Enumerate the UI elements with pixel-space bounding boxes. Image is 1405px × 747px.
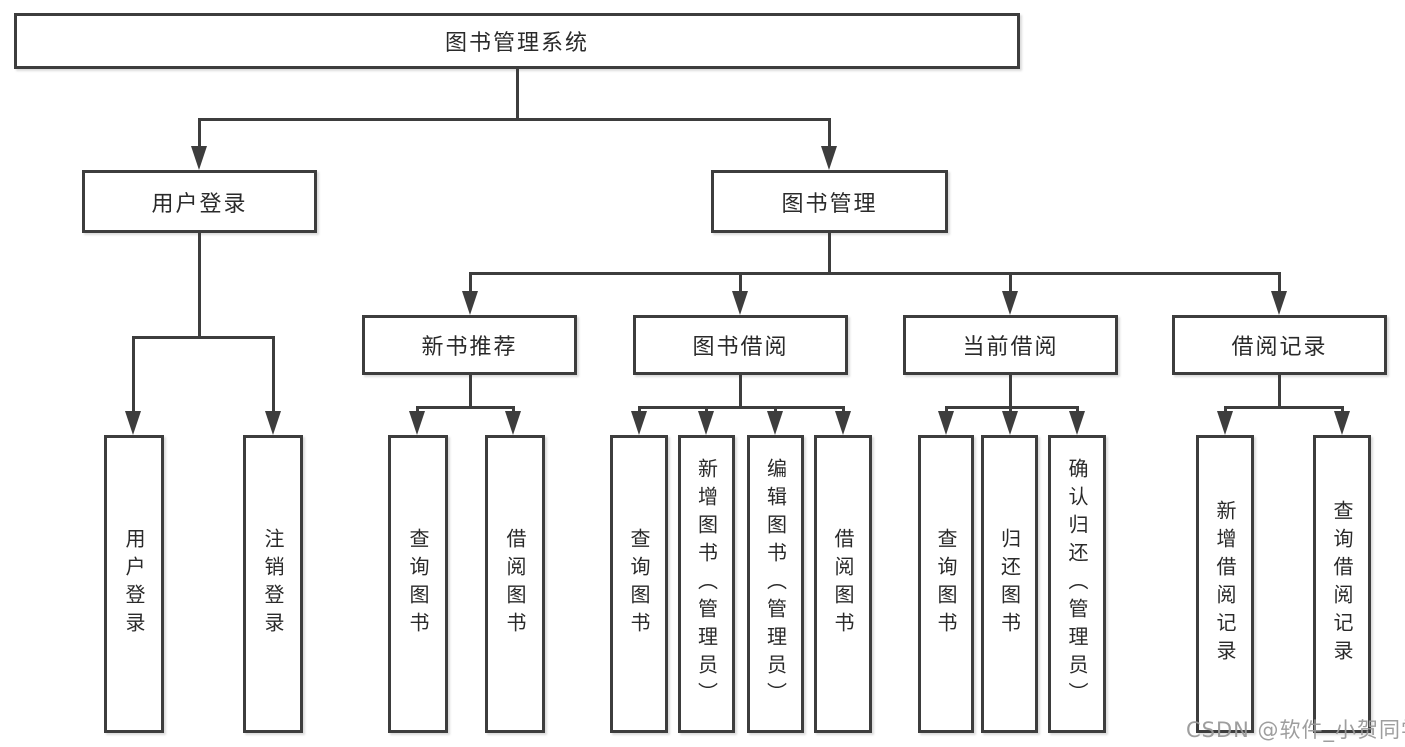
edge-line [272, 337, 275, 413]
node-label: 查询图书 [934, 528, 958, 640]
edge-line [1076, 407, 1079, 413]
edge-line [1341, 407, 1344, 413]
node-label: 新增图书（管理员） [694, 458, 719, 710]
leaf-query-books-current: 查询图书 [918, 435, 974, 733]
edge-line [739, 375, 742, 407]
arrow-down-icon [1334, 411, 1350, 435]
leaf-logout: 注销登录 [243, 435, 303, 733]
leaf-add-books-admin: 新增图书（管理员） [678, 435, 735, 733]
node-current-borrowing: 当前借阅 [903, 315, 1118, 375]
node-label: 用户登录 [151, 191, 248, 217]
node-library-system: 图书管理系统 [14, 13, 1020, 69]
csdn-watermark: CSDN @软件_小贺同学 [1186, 718, 1405, 742]
arrow-down-icon [462, 291, 478, 315]
edge-line [828, 233, 831, 273]
edge-line [1278, 375, 1281, 407]
edge-line [198, 233, 201, 337]
node-user-login: 用户登录 [82, 170, 317, 233]
node-label: 编辑图书（管理员） [763, 458, 788, 710]
node-book-borrowing: 图书借阅 [633, 315, 848, 375]
edge-line [774, 407, 777, 413]
edge-line [132, 337, 135, 413]
node-book-management: 图书管理 [711, 170, 948, 233]
arrow-down-icon [1217, 411, 1233, 435]
edge-line [469, 375, 472, 407]
arrow-down-icon [1069, 411, 1085, 435]
node-label: 查询图书 [627, 528, 651, 640]
edge-line [469, 272, 1281, 275]
node-label: 确认归还（管理员） [1065, 458, 1089, 710]
edge-line [1009, 375, 1012, 407]
arrow-down-icon [125, 411, 141, 435]
leaf-query-books-borrowing: 查询图书 [610, 435, 668, 733]
arrow-down-icon [938, 411, 954, 435]
node-label: 新书推荐 [421, 335, 518, 360]
node-label: 注销登录 [261, 528, 285, 640]
edge-line [198, 118, 831, 121]
edge-line [705, 407, 708, 413]
arrow-down-icon [821, 146, 837, 170]
arrow-down-icon [1002, 291, 1018, 315]
arrow-down-icon [191, 146, 207, 170]
leaf-borrow-books: 借阅图书 [814, 435, 872, 733]
leaf-query-borrow-record: 查询借阅记录 [1313, 435, 1371, 733]
arrow-down-icon [631, 411, 647, 435]
leaf-add-borrow-record: 新增借阅记录 [1196, 435, 1254, 733]
arrow-down-icon [732, 291, 748, 315]
node-borrow-records: 借阅记录 [1172, 315, 1387, 375]
edge-line [945, 406, 1079, 409]
edge-line [469, 273, 472, 293]
node-label: 归还图书 [997, 528, 1022, 640]
edge-line [945, 407, 948, 413]
arrow-down-icon [409, 411, 425, 435]
arrow-down-icon [1002, 411, 1018, 435]
edge-line [1224, 407, 1227, 413]
edge-line [739, 273, 742, 293]
edge-line [416, 407, 419, 413]
arrow-down-icon [698, 411, 714, 435]
leaf-user-login: 用户登录 [104, 435, 164, 733]
node-label: 查询借阅记录 [1330, 500, 1354, 668]
node-label: 图书管理系统 [444, 31, 589, 56]
arrow-down-icon [1271, 291, 1287, 315]
leaf-borrow-books-recommend: 借阅图书 [485, 435, 545, 733]
node-label: 借阅记录 [1231, 335, 1328, 360]
edge-line [842, 407, 845, 413]
leaf-return-books: 归还图书 [981, 435, 1038, 733]
node-label: 借阅图书 [831, 528, 855, 640]
leaf-edit-books-admin: 编辑图书（管理员） [747, 435, 804, 733]
edge-line [1278, 273, 1281, 293]
node-label: 图书管理 [781, 191, 878, 217]
arrow-down-icon [505, 411, 521, 435]
node-label: 新增借阅记录 [1213, 500, 1237, 668]
node-label: 图书借阅 [692, 335, 789, 360]
node-label: 查询图书 [406, 528, 430, 640]
node-label: 用户登录 [122, 528, 146, 640]
leaf-query-books-recommend: 查询图书 [388, 435, 448, 733]
arrow-down-icon [767, 411, 783, 435]
edge-line [638, 407, 641, 413]
edge-line [1009, 407, 1012, 413]
edge-line [828, 119, 831, 148]
leaf-confirm-return-admin: 确认归还（管理员） [1048, 435, 1106, 733]
edge-line [132, 336, 275, 339]
edge-line [638, 406, 845, 409]
edge-line [512, 407, 515, 413]
arrow-down-icon [265, 411, 281, 435]
node-new-book-recommend: 新书推荐 [362, 315, 577, 375]
node-label: 借阅图书 [503, 528, 527, 640]
edge-line [1224, 406, 1344, 409]
edge-line [1009, 273, 1012, 293]
edge-line [516, 69, 519, 119]
edge-line [198, 119, 201, 148]
arrow-down-icon [835, 411, 851, 435]
node-label: 当前借阅 [962, 335, 1059, 360]
edge-line [416, 406, 515, 409]
